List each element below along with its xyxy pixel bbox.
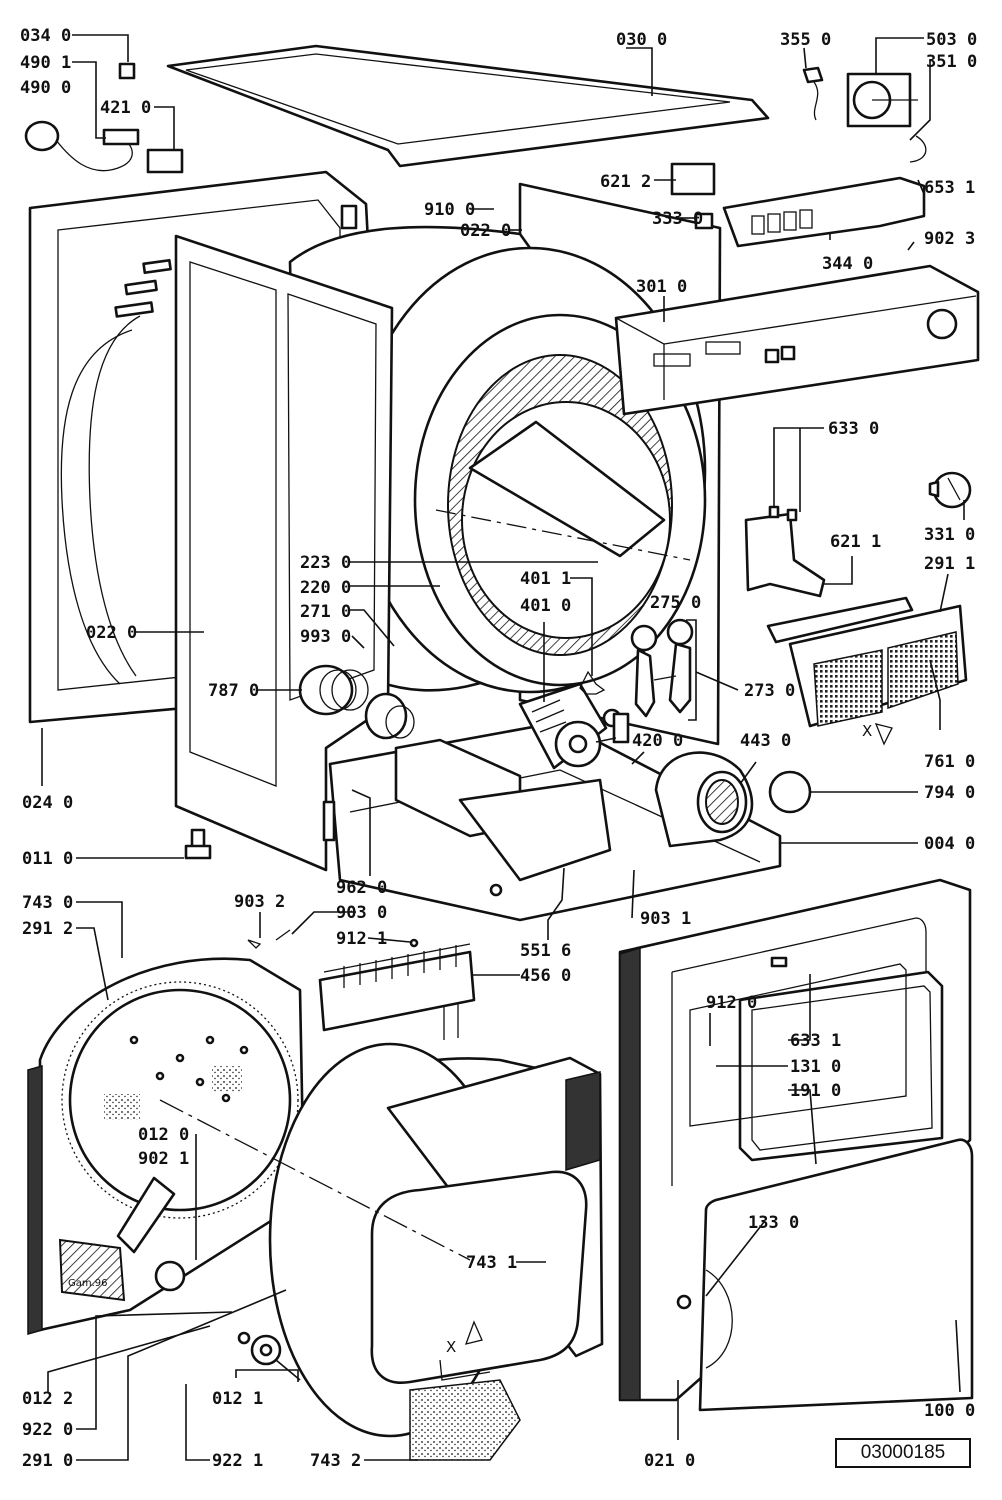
label-004-0: 004 0	[924, 834, 975, 854]
label-912-1: 912 1	[336, 929, 387, 949]
back-cover-part	[268, 1042, 604, 1461]
label-012-0: 012 0	[138, 1125, 189, 1145]
label-621-2: 621 2	[600, 172, 651, 192]
label-401-1: 401 1	[520, 569, 571, 589]
label-551-6: 551 6	[520, 941, 571, 961]
fan-housing-part	[654, 751, 754, 848]
label-012-1: 012 1	[212, 1389, 263, 1409]
label-100-0: 100 0	[924, 1401, 975, 1421]
label-291-0: 291 0	[22, 1451, 73, 1471]
clip-part	[579, 670, 606, 695]
knob-part	[928, 471, 972, 509]
parts-drawing	[24, 44, 980, 1461]
label-490-0: 490 0	[20, 78, 71, 98]
label-993-0: 993 0	[300, 627, 351, 647]
label-022-0-top: 022 0	[460, 221, 511, 241]
label-191-0: 191 0	[790, 1081, 841, 1101]
power-cord-part	[24, 62, 184, 174]
tensioner-part	[630, 618, 694, 718]
label-903-0: 903 0	[336, 903, 387, 923]
door-x-mark: X	[446, 1338, 456, 1356]
base-tub-part	[322, 708, 782, 922]
label-034-0: 034 0	[20, 26, 71, 46]
reference-number-box: 03000185	[835, 1438, 971, 1468]
control-panel-part	[614, 264, 980, 416]
electronics-upper-part	[670, 66, 927, 248]
label-922-1: 922 1	[212, 1451, 263, 1471]
hose-part	[298, 664, 415, 740]
label-223-0: 223 0	[300, 553, 351, 573]
pulley-part	[237, 1331, 301, 1381]
label-012-2: 012 2	[22, 1389, 73, 1409]
motor-part	[518, 682, 617, 770]
label-275-0: 275 0	[650, 593, 701, 613]
seal-ring-part	[768, 770, 812, 814]
part-labels: 034 0 490 1 490 0 421 0 030 0 355 0 503 …	[20, 26, 977, 1471]
label-910-0: 910 0	[424, 200, 475, 220]
label-912-0: 912 0	[706, 993, 757, 1013]
label-794-0: 794 0	[924, 783, 975, 803]
stamp-text: Gam.96	[68, 1278, 108, 1289]
label-271-0: 271 0	[300, 602, 351, 622]
top-cover-part	[166, 44, 770, 168]
label-787-0: 787 0	[208, 681, 259, 701]
door-part	[676, 1138, 974, 1412]
filter-x-mark: X	[862, 722, 872, 740]
label-653-1: 653 1	[924, 178, 975, 198]
label-503-0: 503 0	[926, 30, 977, 50]
label-621-1: 621 1	[830, 532, 881, 552]
switch-board-part	[744, 505, 826, 598]
label-024-0: 024 0	[22, 793, 73, 813]
label-301-0: 301 0	[636, 277, 687, 297]
label-743-1: 743 1	[466, 1253, 517, 1273]
label-456-0: 456 0	[520, 966, 571, 986]
label-962-0: 962 0	[336, 878, 387, 898]
leader-lines	[41, 34, 965, 1461]
label-291-2: 291 2	[22, 919, 73, 939]
label-011-0: 011 0	[22, 849, 73, 869]
label-421-0: 421 0	[100, 98, 151, 118]
foot-screw-part	[184, 828, 212, 860]
label-401-0: 401 0	[520, 596, 571, 616]
lint-filter-part	[766, 596, 968, 746]
label-333-0: 333 0	[652, 209, 703, 229]
label-273-0: 273 0	[744, 681, 795, 701]
label-131-0: 131 0	[790, 1057, 841, 1077]
label-030-0: 030 0	[616, 30, 667, 50]
label-021-0: 021 0	[644, 1451, 695, 1471]
label-902-3: 902 3	[924, 229, 975, 249]
label-133-0: 133 0	[748, 1213, 799, 1233]
heater-part	[318, 943, 476, 1040]
label-903-1: 903 1	[640, 909, 691, 929]
label-633-1: 633 1	[790, 1031, 841, 1051]
label-902-1: 902 1	[138, 1149, 189, 1169]
label-922-0: 922 0	[22, 1420, 73, 1440]
label-743-0: 743 0	[22, 893, 73, 913]
label-761-0: 761 0	[924, 752, 975, 772]
label-490-1: 490 1	[20, 53, 71, 73]
rear-bearing-plate-part	[27, 957, 306, 1335]
label-355-0: 355 0	[780, 30, 831, 50]
label-351-0: 351 0	[926, 52, 977, 72]
label-743-2: 743 2	[310, 1451, 361, 1471]
label-291-1: 291 1	[924, 554, 975, 574]
label-903-2: 903 2	[234, 892, 285, 912]
label-420-0: 420 0	[632, 731, 683, 751]
label-022-0-left: 022 0	[86, 623, 137, 643]
label-220-0: 220 0	[300, 578, 351, 598]
small-screws-part	[247, 929, 419, 949]
label-331-0: 331 0	[924, 525, 975, 545]
label-344-0: 344 0	[822, 254, 873, 274]
label-443-0: 443 0	[740, 731, 791, 751]
label-633-0: 633 0	[828, 419, 879, 439]
